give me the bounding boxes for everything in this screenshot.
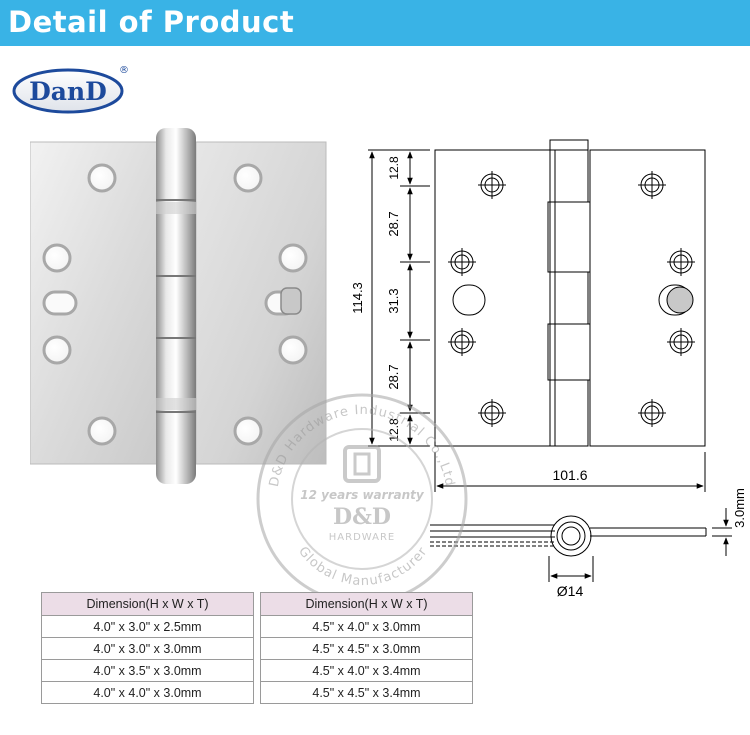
page-title: Detail of Product xyxy=(8,5,295,39)
table-row: 4.0" x 3.0" x 3.0mm xyxy=(41,637,254,660)
dim-thickness: 3.0mm xyxy=(732,488,747,528)
watermark-sub: HARDWARE xyxy=(329,532,395,543)
logo-text: DanD xyxy=(29,77,107,106)
dim-height: 114.3 xyxy=(350,282,365,314)
dim-28-7-top: 28.7 xyxy=(386,211,401,236)
watermark-brand: D&D xyxy=(333,504,391,530)
dim-knuckle: Ø14 xyxy=(557,583,584,599)
hinge-photo xyxy=(30,128,327,484)
registered-mark: ® xyxy=(119,65,129,76)
side-view xyxy=(430,508,732,582)
table-row: 4.0" x 3.5" x 3.0mm xyxy=(41,659,254,682)
table-header: Dimension(H x W x T) xyxy=(41,592,254,616)
technical-drawing: 12.8 28.7 31.3 28.7 12.8 114.3 101.6 3.0… xyxy=(350,139,747,599)
table-row: 4.5" x 4.0" x 3.0mm xyxy=(260,615,473,638)
table-row: 4.5" x 4.0" x 3.4mm xyxy=(260,659,473,682)
screw-holes xyxy=(448,171,695,427)
dim-31-3: 31.3 xyxy=(386,288,401,313)
table-row: 4.0" x 3.0" x 2.5mm xyxy=(41,615,254,638)
table-row: 4.0" x 4.0" x 3.0mm xyxy=(41,681,254,704)
dimension-table-2: Dimension(H x W x T) 4.5" x 4.0" x 3.0mm… xyxy=(260,592,473,704)
dim-28-7-bottom: 28.7 xyxy=(386,364,401,389)
header-banner: Detail of Product xyxy=(0,0,750,46)
table-header: Dimension(H x W x T) xyxy=(260,592,473,616)
table-row: 4.5" x 4.5" x 3.0mm xyxy=(260,637,473,660)
dim-12-8-top: 12.8 xyxy=(387,156,401,180)
watermark-seal: D&D Hardware Industrial Co.,Ltd Global M… xyxy=(256,393,468,605)
dimension-table-1: Dimension(H x W x T) 4.0" x 3.0" x 2.5mm… xyxy=(41,592,254,704)
dim-width: 101.6 xyxy=(552,467,587,483)
watermark-warranty: 12 years warranty xyxy=(300,488,425,502)
table-row: 4.5" x 4.5" x 3.4mm xyxy=(260,681,473,704)
brand-logo: DanD ® xyxy=(12,65,129,114)
